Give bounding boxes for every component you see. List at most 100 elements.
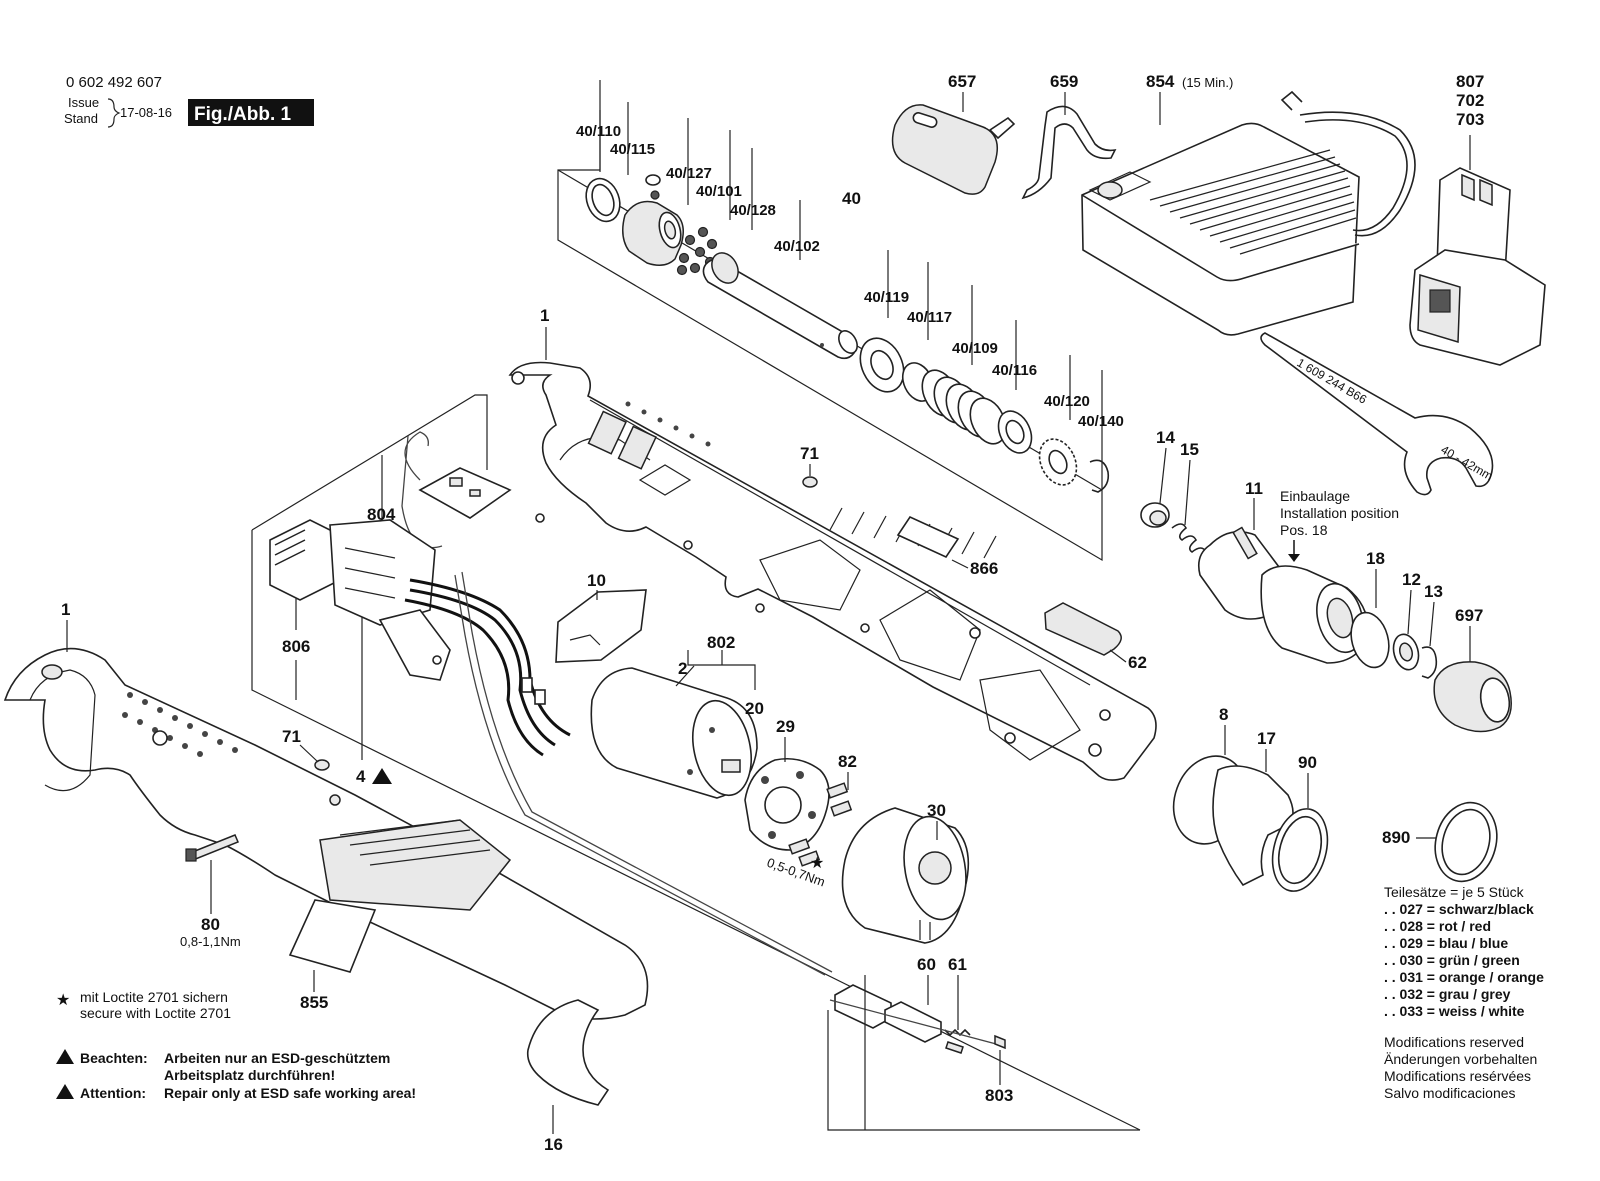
part-657-handle [891, 104, 1016, 195]
part-659-clip [1021, 105, 1117, 200]
label-11: 11 [1245, 479, 1263, 498]
part-866-label [896, 515, 960, 559]
part-10-insulator [555, 589, 647, 663]
figure-label-box [188, 99, 314, 126]
label-60: 60 [917, 955, 936, 974]
label-15: 15 [1180, 440, 1199, 459]
label-82: 82 [838, 752, 857, 771]
label-807: 807 [1456, 72, 1484, 91]
doc-number: 0 602 492 607 [66, 74, 162, 91]
installation-note-line-1: Einbaulage [1280, 488, 1350, 504]
header-brace [107, 98, 121, 128]
label-1-left: 1 [61, 600, 70, 619]
label-657: 657 [948, 72, 976, 91]
part-806-switch-module [269, 519, 451, 681]
label-806: 806 [282, 637, 310, 656]
part-62-plate [1044, 602, 1122, 656]
label-29: 29 [776, 717, 795, 736]
modifications-line: Änderungen vorbehalten [1384, 1051, 1537, 1067]
part-807-battery [1409, 135, 1546, 366]
label-90: 90 [1298, 753, 1317, 772]
label-866: 866 [970, 559, 998, 578]
color-set-item: . . 029 = blau / blue [1384, 935, 1508, 951]
part-17-head-cover [1212, 765, 1294, 887]
label-697: 697 [1455, 606, 1483, 625]
part-40-115-ball [645, 174, 661, 186]
label-18: 18 [1366, 549, 1385, 568]
gearbox-assembly-40-leaders [599, 102, 1071, 420]
color-set-item: . . 028 = rot / red [1384, 918, 1491, 934]
label-40: 40 [842, 189, 861, 208]
label-803: 803 [985, 1086, 1013, 1105]
label-40-119: 40/119 [864, 289, 909, 306]
label-4: 4 [356, 767, 366, 786]
torque-80: 0,8-1,1Nm [180, 934, 241, 949]
label-10: 10 [587, 571, 606, 590]
label-71-left: 71 [282, 727, 301, 746]
part-71-plug-top [802, 476, 818, 488]
part-60-socket [834, 984, 942, 1043]
installation-note: Einbaulage Installation position Pos. 18 [1280, 488, 1399, 538]
modifications-notice: Modifications reserved Änderungen vorbeh… [1384, 1034, 1537, 1101]
loctite-note-en: secure with Loctite 2701 [80, 1005, 231, 1021]
part-697-cap [1433, 661, 1512, 733]
label-804: 804 [367, 505, 396, 524]
label-659: 659 [1050, 72, 1078, 91]
stand-label: Stand [64, 111, 98, 126]
label-61: 61 [948, 955, 967, 974]
wrench-part-number: 1 609 244 B66 [1295, 355, 1370, 406]
label-80: 80 [201, 915, 220, 934]
part-61-spring [944, 1028, 971, 1054]
part-854-charger [1081, 90, 1416, 336]
label-40-127: 40/127 [666, 165, 712, 182]
label-703: 703 [1456, 110, 1484, 129]
part-890-ring [1434, 801, 1498, 883]
part-40-109-spring [921, 369, 1007, 445]
figure-label: Fig./Abb. 1 [194, 104, 292, 125]
label-62: 62 [1128, 653, 1147, 672]
label-20: 20 [745, 699, 764, 718]
esd-warning: Beachten: Arbeiten nur an ESD-geschützte… [56, 1049, 416, 1101]
loctite-note-de: mit Loctite 2701 sichern [80, 989, 228, 1005]
housing-half-1-top [508, 361, 1157, 781]
label-854: 854 [1146, 72, 1175, 91]
part-number-labels: 657 659 854 (15 Min.) 807 702 703 40/110… [61, 72, 1484, 1154]
loctite-note: ★ mit Loctite 2701 sichern secure with L… [56, 989, 231, 1021]
modifications-line: Modifications resérvées [1384, 1068, 1531, 1084]
modifications-line: Modifications reserved [1384, 1034, 1524, 1050]
esd-attention-label: Attention: [80, 1085, 146, 1101]
part-29-flange [744, 757, 830, 851]
label-16: 16 [544, 1135, 563, 1154]
part-40-110-ring [585, 177, 621, 223]
part-803-cable [827, 975, 1140, 1131]
part-13-circlip [1421, 646, 1438, 679]
label-40-116: 40/116 [992, 362, 1037, 379]
warning-triangle-icon [56, 1084, 74, 1099]
esd-warning-icon [372, 768, 392, 784]
part-40-116-nut [997, 410, 1033, 454]
esd-beachten-text-1: Arbeiten nur an ESD-geschütztem [164, 1050, 390, 1066]
part-14-sleeve [1140, 502, 1170, 528]
issue-date: 17-08-16 [120, 105, 172, 120]
color-set-item: . . 033 = weiss / white [1384, 1003, 1525, 1019]
label-40-101: 40/101 [696, 183, 742, 200]
housing-half-1-bottom [3, 647, 649, 1020]
part-40-101-bearing [622, 200, 684, 266]
label-40-120: 40/120 [1044, 393, 1090, 410]
part-82-screws [788, 782, 853, 867]
esd-attention-text: Repair only at ESD safe working area! [164, 1085, 416, 1101]
label-12: 12 [1402, 570, 1421, 589]
part-40-102-shaft [702, 252, 858, 360]
color-set-item: . . 032 = grau / grey [1384, 986, 1511, 1002]
part-40-120-gear-washer [1038, 438, 1078, 486]
label-40-140: 40/140 [1078, 413, 1124, 430]
spanner-wrench: 1 609 244 B66 40 - 42mm [1260, 332, 1495, 496]
color-set-item: . . 030 = grün / green [1384, 952, 1520, 968]
color-sets-heading: Teilesätze = je 5 Stück [1384, 884, 1525, 900]
label-40-110: 40/110 [576, 123, 621, 140]
label-890: 890 [1382, 828, 1410, 847]
installation-note-line-3: Pos. 18 [1280, 522, 1328, 538]
document-header: 0 602 492 607 Issue Stand 17-08-16 Fig./… [64, 74, 314, 128]
installation-note-line-2: Installation position [1280, 505, 1399, 521]
